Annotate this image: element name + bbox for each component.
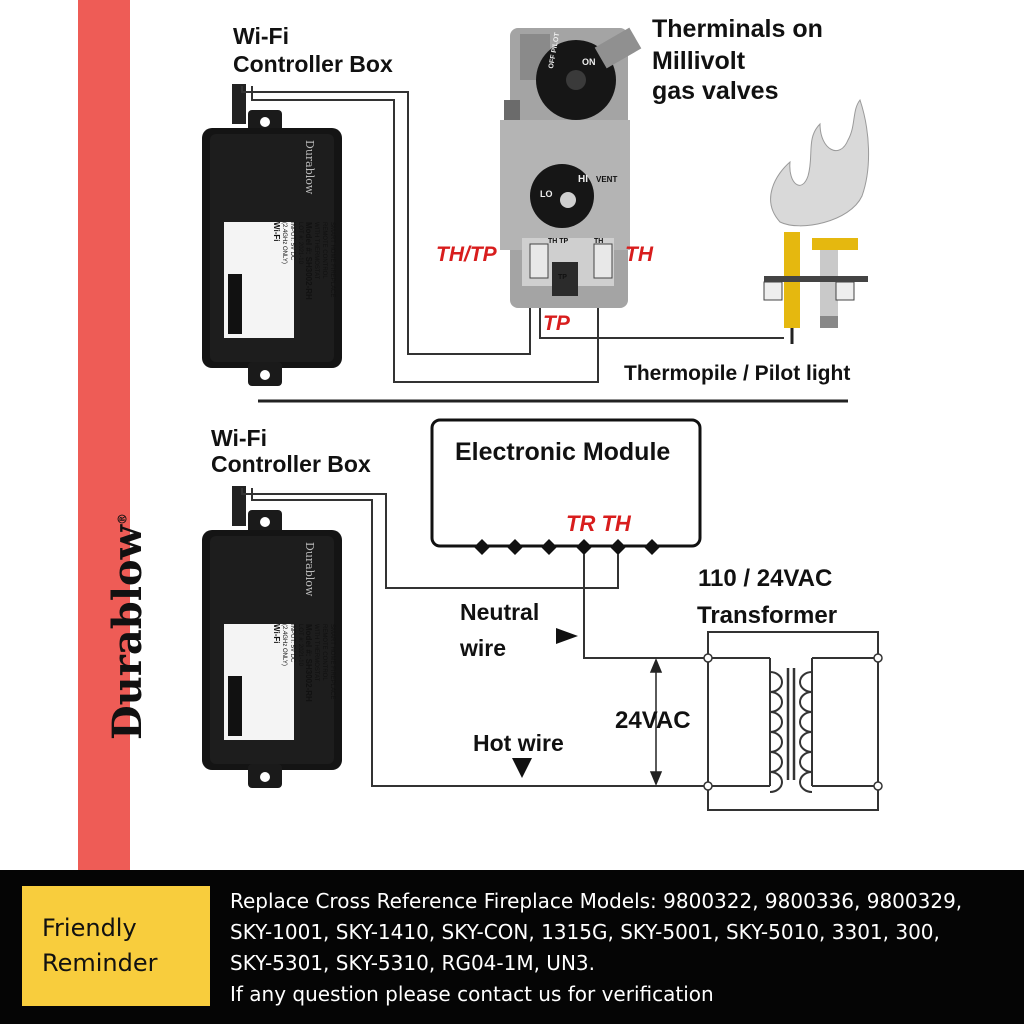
footer-line-2: SKY-1001, SKY-1410, SKY-CON, 1315G, SKY-…: [230, 920, 940, 944]
brand-side-bar: [78, 0, 130, 870]
transformer: [707, 631, 879, 811]
module-terminals: [474, 539, 660, 555]
neutral-arrow: [556, 628, 578, 644]
vent-text: VENT: [596, 175, 618, 184]
module-title: Electronic Module: [455, 438, 671, 466]
hot-wire-label: Hot wire: [473, 730, 564, 756]
electronic-module: [430, 418, 702, 548]
device-brand-top: Durablow: [303, 140, 316, 195]
transformer-title-1: 110 / 24VAC: [698, 565, 833, 592]
terminal-tp-label: TP: [543, 312, 570, 335]
screw-tp-text: TP: [558, 274, 567, 281]
controller-title-top-1: Wi-Fi: [233, 23, 289, 49]
controller-title-top-2: Controller Box: [233, 51, 393, 77]
footer-line-4: If any question please contact us for ve…: [230, 982, 714, 1006]
hot-arrow: [512, 758, 532, 778]
screw-th-tp-text: TH TP: [548, 238, 569, 245]
neutral-wire-label-2: wire: [460, 635, 507, 661]
flame-icon: [770, 98, 869, 227]
knob-hi-text: HI: [578, 174, 588, 185]
module-terminals-label: TR TH: [566, 511, 631, 536]
controller-box-top: [202, 84, 342, 386]
screw-th-text: TH: [594, 238, 604, 245]
valve-title-1: Therminals on: [652, 15, 823, 43]
wiring-svg: [202, 27, 883, 811]
thermopile-assembly: [763, 232, 868, 344]
gas-valve: [500, 27, 642, 308]
voltage-label: 24VAC: [615, 707, 691, 734]
valve-title-3: gas valves: [652, 77, 779, 105]
bottom-wires: [241, 488, 708, 787]
voltage-dimension: [649, 658, 663, 786]
terminal-th-tp-label: TH/TP: [436, 243, 497, 266]
knob-on-text: ON: [582, 57, 596, 67]
controller-box-bottom: [202, 486, 342, 788]
friendly-reminder-badge: Friendly Reminder: [22, 886, 210, 1006]
device-brand-bottom: Durablow: [303, 542, 316, 597]
cross-reference-text: Replace Cross Reference Fireplace Models…: [230, 886, 1010, 1010]
transformer-title-2: Transformer: [697, 602, 838, 629]
terminal-th-label: TH: [625, 243, 653, 266]
neutral-wire-label-1: Neutral: [460, 599, 540, 625]
knob-lo-text: LO: [540, 189, 553, 199]
top-wires: [241, 86, 784, 383]
thermopile-label: Thermopile / Pilot light: [624, 362, 851, 385]
footer-line-1: Replace Cross Reference Fireplace Models…: [230, 889, 963, 913]
reminder-line-1: Friendly: [42, 914, 137, 943]
reminder-line-2: Reminder: [42, 949, 158, 977]
transformer-terminals: [703, 653, 883, 791]
controller-title-bottom-1: Wi-Fi: [211, 425, 267, 451]
controller-title-bottom-2: Controller Box: [211, 451, 371, 477]
valve-title-2: Millivolt: [652, 47, 746, 75]
footer-line-3: SKY-5301, SKY-5310, RG04-1M, UN3.: [230, 951, 595, 975]
